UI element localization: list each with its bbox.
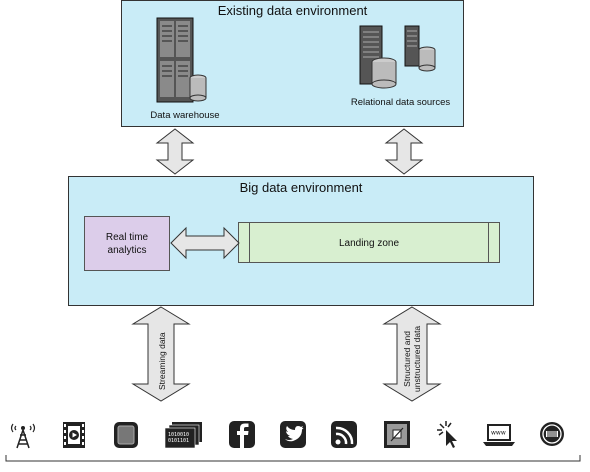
relational-bigdata-arrow [384,128,424,175]
web-laptop-icon: www [483,424,515,446]
video-film-icon [63,422,85,448]
click-cursor-icon [437,421,457,448]
binary-data-icon: 1010010 0101101 [164,422,202,449]
twitter-icon [280,421,306,448]
structured-data-line1: Structured and [402,331,412,387]
streaming-data-label: Streaming data [157,332,167,390]
streaming-data-arrow [131,306,191,402]
image-file-icon [384,421,410,448]
rfid-tag-icon [540,422,564,446]
structured-data-label: Structured and unstructured data [402,326,422,392]
real-time-analytics-line1: Real time [105,231,149,243]
facebook-icon [229,421,255,448]
device-chip-icon [114,422,138,448]
structured-data-line2: unstructured data [412,325,422,392]
svg-text:1010010: 1010010 [168,432,189,438]
realtime-landing-arrow [170,226,240,260]
rss-feed-icon [331,421,357,448]
landing-zone-box: Landing zone [238,222,500,263]
real-time-analytics-box: Real time analytics [84,216,170,271]
existing-environment-title: Existing data environment [217,3,368,18]
relational-data-sources-icon [359,25,436,89]
data-warehouse-label: Data warehouse [150,110,220,121]
structured-data-arrow [382,306,442,402]
relational-sources-label: Relational data sources [350,97,451,108]
big-data-environment-title: Big data environment [239,180,363,195]
svg-text:www: www [491,430,506,437]
cell-tower-icon [10,423,36,449]
sources-bracket [5,455,581,462]
real-time-analytics-line2: analytics [107,244,147,256]
data-warehouse-icon [156,17,207,103]
warehouse-bigdata-arrow [155,128,195,175]
svg-text:0101101: 0101101 [168,438,189,444]
landing-zone-label: Landing zone [338,238,400,249]
